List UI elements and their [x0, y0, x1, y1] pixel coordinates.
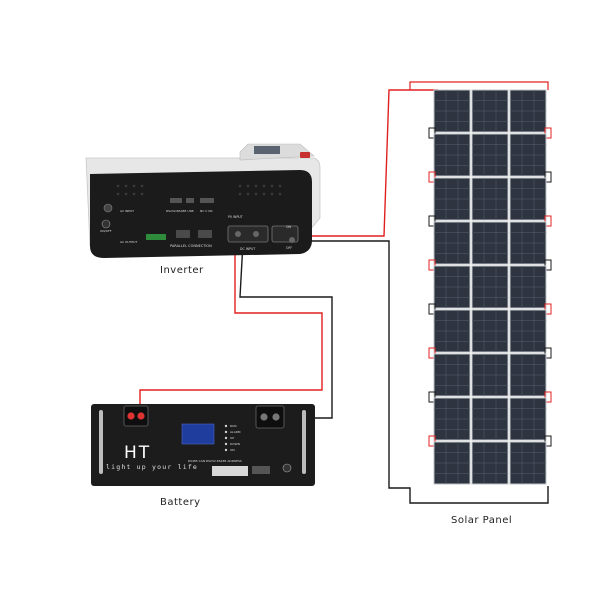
wiring [139, 81, 549, 504]
battery-negative-bolt [260, 413, 268, 421]
dc-terminal-positive [235, 231, 241, 237]
parallel-terminal-green [146, 234, 166, 240]
panel-jumper [428, 435, 436, 447]
parallel-port-b [198, 230, 212, 238]
battery-positive-bolt [127, 412, 135, 420]
usb-port-icon [186, 198, 194, 203]
panel-jumper [428, 303, 436, 315]
battery-power-button-icon[interactable] [282, 463, 292, 473]
pv-positive-wire [298, 89, 438, 237]
label-dc-input: DC INPUT [240, 247, 255, 251]
label-ac-output: AC OUTPUT [120, 240, 137, 244]
battery-positive-terminal [123, 405, 149, 427]
panel-jumper [428, 171, 436, 183]
battery-port-labels: RS485 CAN RS232 RS485 ADDRESS [188, 459, 242, 463]
ac-input-port-icon [103, 203, 113, 213]
inverter: AC INPUT AC OUTPUT ON/OFF RS232/RS485 US… [85, 143, 321, 258]
panel-jumper [428, 391, 436, 403]
inverter-red-cap [300, 152, 310, 158]
label-pv-input: PV INPUT [228, 215, 243, 219]
power-switch-icon[interactable] [101, 219, 111, 229]
caption-solar-panel: Solar Panel [451, 515, 513, 526]
battery-dip-switch [252, 466, 270, 474]
label-on-off: ON/OFF [100, 229, 112, 233]
pv-breaker-icon [289, 237, 295, 243]
dry-contact-port-icon [200, 198, 214, 203]
led-label-alarm: ALARM [230, 430, 241, 434]
panel-jumper [428, 127, 436, 139]
dc-terminal-negative [253, 231, 259, 237]
panel-jumper [428, 259, 436, 271]
battery-right-handle [302, 410, 306, 474]
battery-left-handle [99, 410, 103, 474]
battery-status-leds [224, 424, 228, 452]
panel-top-link-wire [409, 81, 549, 90]
panel-jumper [544, 347, 552, 359]
label-off: OFF [286, 246, 292, 250]
caption-battery: Battery [160, 497, 201, 508]
label-on: ON [286, 225, 292, 229]
label-nc-c-nc: NC C NC [200, 209, 213, 213]
led-label-run: RUN [230, 424, 237, 428]
panel-jumper [544, 127, 552, 139]
dc-input-terminal [227, 225, 269, 243]
battery: RUN ALARM UP DOWN ON HT light up your li… [91, 404, 315, 486]
panel-jumper [428, 215, 436, 227]
panel-jumper [544, 303, 552, 315]
battery-slogan: light up your life [106, 463, 198, 471]
battery-port-block [212, 466, 248, 476]
caption-inverter: Inverter [160, 265, 204, 276]
panel-jumper [428, 347, 436, 359]
battery-negative-wire [239, 241, 333, 419]
battery-negative-bolt-2 [272, 413, 280, 421]
battery-positive-wire [139, 242, 323, 405]
label-parallel: PARALLEL CONNECTION [170, 244, 212, 248]
panel-jumper [544, 171, 552, 183]
panel-jumper [544, 391, 552, 403]
pv-negative-wire [298, 240, 549, 504]
led-label-up: UP [230, 436, 234, 440]
inverter-lcd [254, 146, 280, 154]
battery-positive-bolt-2 [137, 412, 145, 420]
parallel-port-a [176, 230, 190, 238]
battery-lcd [181, 423, 215, 445]
panel-jumper [544, 435, 552, 447]
battery-brand: HT [124, 443, 151, 463]
panel-jumper [544, 259, 552, 271]
led-label-on: ON [230, 448, 235, 452]
solar-panel-array [428, 89, 552, 485]
panel-jumper [544, 215, 552, 227]
label-ac-input: AC INPUT [120, 209, 134, 213]
led-label-down: DOWN [230, 442, 240, 446]
battery-negative-terminal [255, 405, 285, 429]
rs232-port-icon [170, 198, 182, 203]
inverter-vent-holes [116, 184, 282, 196]
label-rs232-usb: RS232/RS485 USB [166, 209, 194, 213]
